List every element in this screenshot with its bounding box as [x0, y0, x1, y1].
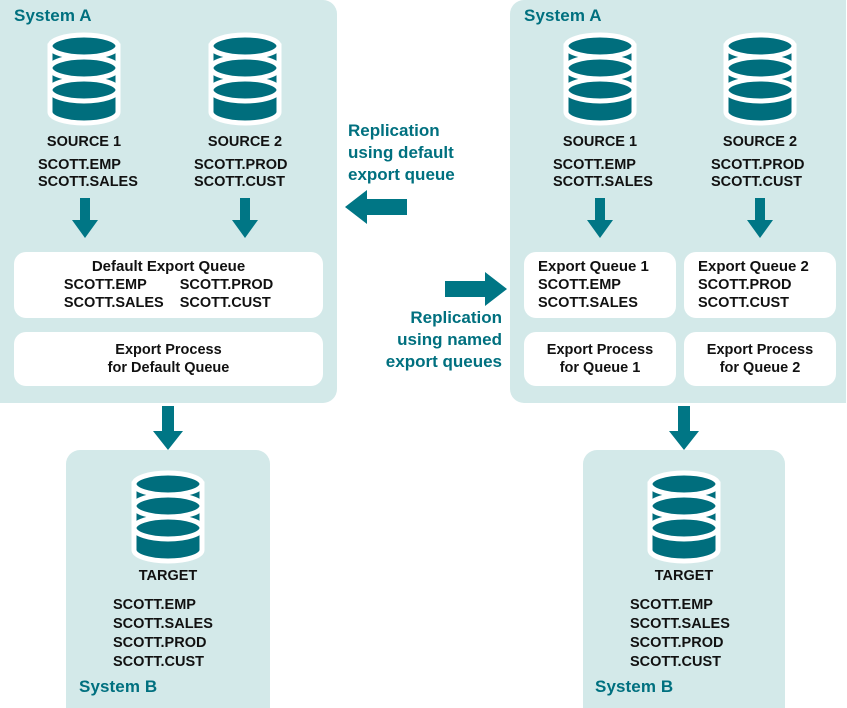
left-target-tables: SCOTT.EMP SCOTT.SALES SCOTT.PROD SCOTT.C… [113, 596, 213, 672]
left-source-1-tables: SCOTT.EMP SCOTT.SALES [38, 157, 138, 191]
right-source-1-table-2: SCOTT.SALES [553, 174, 653, 190]
right-export-process-1-line-1: Export Process [546, 342, 654, 358]
right-export-process-1-box: Export Process for Queue 1 [524, 332, 676, 386]
right-export-process-2-line-2: for Queue 2 [719, 360, 801, 376]
right-export-queue-2-box: Export Queue 2 SCOTT.PROD SCOTT.CUST [684, 252, 836, 318]
left-source-2-flow-arrow-icon [232, 198, 258, 238]
left-source-2-tables: SCOTT.PROD SCOTT.CUST [194, 157, 287, 191]
right-target-database-cylinder-icon [645, 470, 723, 564]
center-bottom-caption: Replication using named export queues [327, 307, 502, 373]
right-source-1-name: SOURCE 1 [562, 134, 638, 150]
right-export-queue-1-table-2: SCOTT.SALES [538, 295, 638, 311]
right-export-queue-2-table-1: SCOTT.PROD [698, 277, 792, 293]
center-replication-named-right-arrow-icon [445, 272, 507, 306]
left-default-export-queue-header: Default Export Queue [91, 258, 246, 275]
left-system-b-title: System B [79, 677, 158, 696]
right-target-table-1: SCOTT.EMP [630, 597, 713, 613]
right-target-table-3: SCOTT.PROD [630, 635, 724, 651]
left-target-table-4: SCOTT.CUST [113, 654, 205, 670]
left-default-export-queue-col1-line1: SCOTT.EMP [63, 277, 147, 293]
center-bottom-caption-line-2: using named [397, 330, 502, 349]
right-export-process-2-box: Export Process for Queue 2 [684, 332, 836, 386]
right-export-process-2-line-1: Export Process [706, 342, 814, 358]
right-export-queue-2-table-2: SCOTT.CUST [698, 295, 790, 311]
left-default-export-queue-box: Default Export Queue SCOTT.EMP SCOTT.SAL… [14, 252, 323, 318]
left-export-process-box: Export Process for Default Queue [14, 332, 323, 386]
left-target-database-cylinder-icon [129, 470, 207, 564]
right-target-table-2: SCOTT.SALES [630, 616, 730, 632]
right-source-1-flow-arrow-icon [587, 198, 613, 238]
left-export-process-line-2: for Default Queue [107, 360, 230, 376]
left-export-process-line-1: Export Process [115, 342, 222, 358]
left-default-export-queue-col2-line2: SCOTT.CUST [179, 295, 271, 311]
right-export-queue-1-box: Export Queue 1 SCOTT.EMP SCOTT.SALES [524, 252, 676, 318]
left-system-a-to-b-arrow-icon [153, 406, 183, 450]
left-target-table-1: SCOTT.EMP [113, 597, 196, 613]
right-system-a-title: System A [524, 6, 602, 25]
right-export-queue-1-header: Export Queue 1 [538, 258, 649, 275]
right-export-queue-1-table-1: SCOTT.EMP [538, 277, 621, 293]
center-replication-default-left-arrow-icon [345, 190, 407, 224]
left-source-1-table-1: SCOTT.EMP [38, 157, 121, 173]
center-top-caption-line-2: using default [348, 143, 454, 162]
left-target-table-2: SCOTT.SALES [113, 616, 213, 632]
center-top-caption-line-3: export queue [348, 165, 455, 184]
right-source-2-table-2: SCOTT.CUST [711, 174, 803, 190]
right-export-process-1-line-2: for Queue 1 [559, 360, 641, 376]
right-source-2-database-cylinder-icon [721, 32, 799, 126]
left-default-export-queue-tables: SCOTT.EMP SCOTT.SALES SCOTT.PROD SCOTT.C… [64, 276, 273, 312]
right-target-table-4: SCOTT.CUST [630, 654, 722, 670]
left-source-1-flow-arrow-icon [72, 198, 98, 238]
right-source-2-tables: SCOTT.PROD SCOTT.CUST [711, 157, 804, 191]
right-source-1-tables: SCOTT.EMP SCOTT.SALES [553, 157, 653, 191]
left-source-2-table-2: SCOTT.CUST [194, 174, 286, 190]
right-export-queue-2-header: Export Queue 2 [698, 258, 809, 275]
right-source-2-name: SOURCE 2 [722, 134, 798, 150]
left-source-1-table-2: SCOTT.SALES [38, 174, 138, 190]
right-system-b-title: System B [595, 677, 674, 696]
center-bottom-caption-line-1: Replication [410, 308, 502, 327]
right-source-2-table-1: SCOTT.PROD [711, 157, 805, 173]
left-source-2-database-cylinder-icon [206, 32, 284, 126]
center-top-caption: Replication using default export queue [348, 120, 455, 186]
left-default-export-queue-column-2: SCOTT.PROD SCOTT.CUST [180, 276, 273, 312]
left-default-export-queue-col2-line1: SCOTT.PROD [179, 277, 274, 293]
left-source-1-name: SOURCE 1 [46, 134, 122, 150]
left-default-export-queue-column-1: SCOTT.EMP SCOTT.SALES [64, 276, 164, 312]
center-bottom-caption-line-3: export queues [385, 352, 502, 371]
right-source-1-table-1: SCOTT.EMP [553, 157, 636, 173]
left-source-2-name: SOURCE 2 [207, 134, 283, 150]
left-target-name: TARGET [138, 568, 198, 584]
left-target-table-3: SCOTT.PROD [113, 635, 207, 651]
right-target-name: TARGET [654, 568, 714, 584]
left-source-1-database-cylinder-icon [45, 32, 123, 126]
center-top-caption-line-1: Replication [348, 121, 440, 140]
left-source-2-table-1: SCOTT.PROD [194, 157, 288, 173]
right-source-2-flow-arrow-icon [747, 198, 773, 238]
left-default-export-queue-col1-line2: SCOTT.SALES [63, 295, 164, 311]
right-system-a-to-b-arrow-icon [669, 406, 699, 450]
left-system-a-title: System A [14, 6, 92, 25]
right-source-1-database-cylinder-icon [561, 32, 639, 126]
right-target-tables: SCOTT.EMP SCOTT.SALES SCOTT.PROD SCOTT.C… [630, 596, 730, 672]
